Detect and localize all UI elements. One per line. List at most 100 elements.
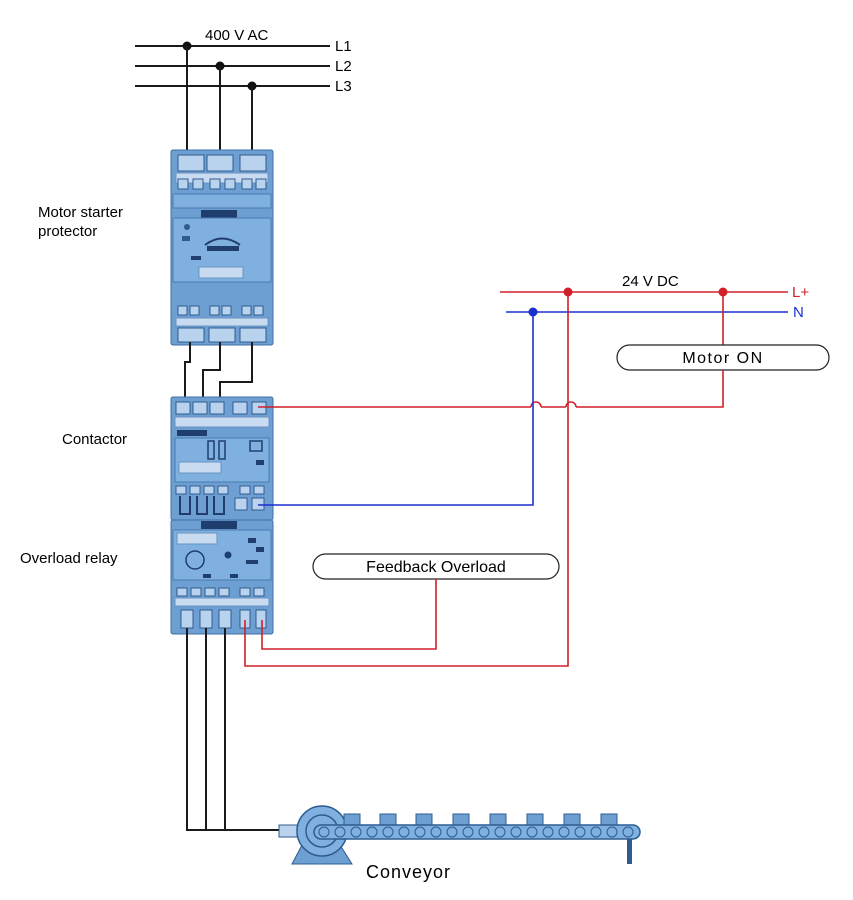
- overload-screw: [190, 587, 202, 597]
- contactor-terminal: [209, 401, 225, 415]
- overload-strip: [174, 597, 270, 607]
- phase1-link-wire: [184, 342, 191, 406]
- contactor-terminal: [192, 401, 208, 415]
- conveyor-cleat: [489, 813, 507, 827]
- motor-terminal-box: [278, 824, 298, 838]
- overload-screw: [204, 587, 216, 597]
- conveyor-cleat: [379, 813, 397, 827]
- wire-crossover-hop: [530, 401, 542, 408]
- contactor-screw: [203, 485, 215, 495]
- msp-bottom-strip: [175, 317, 269, 327]
- overload-indicator: [246, 560, 258, 564]
- l-plus-label: L+: [792, 284, 809, 301]
- overload-nameplate: [176, 532, 218, 545]
- dc-supply-label: 24 V DC: [622, 273, 679, 290]
- contactor-mark: [207, 440, 215, 460]
- msp-top-strip: [175, 172, 269, 184]
- overload-indicator: [224, 551, 232, 559]
- conveyor-cleat: [415, 813, 433, 827]
- contactor-terminal-a1: [232, 401, 248, 415]
- contactor-terminal-a1: [251, 401, 267, 415]
- contactor-terminal-a2: [251, 497, 265, 511]
- msp-indicator: [191, 256, 201, 260]
- overload-aux-terminal: [255, 609, 267, 629]
- contactor-screw: [253, 485, 265, 495]
- overload-indicator: [248, 538, 256, 543]
- contactor-mark: [256, 460, 264, 465]
- msp-screw: [177, 178, 189, 190]
- motor-on-signal: Motor ON: [258, 292, 830, 408]
- l-plus-overload-wire: [244, 292, 569, 667]
- conveyor: Conveyor: [278, 805, 641, 882]
- motor-on-coil-wire: [576, 370, 724, 408]
- msp-indicator: [182, 236, 190, 241]
- msp-screw: [209, 178, 221, 190]
- msp-to-contactor-wires: [184, 342, 253, 406]
- overload-screw: [239, 587, 251, 597]
- msp-label-strip: [201, 210, 237, 218]
- contactor-nameplate: [178, 461, 222, 474]
- conveyor-rollers: [318, 826, 634, 838]
- contactor-face: [174, 437, 270, 483]
- msp-screw: [224, 178, 236, 190]
- msp-top-terminal-3: [239, 154, 267, 172]
- msp-bottom-terminal-3: [239, 327, 267, 343]
- motor-on-label: Motor ON: [682, 350, 763, 367]
- ac-supply: 400 V AC L1 L2 L3: [135, 27, 352, 158]
- msp-screw: [209, 305, 220, 316]
- msp-screw: [255, 178, 267, 190]
- motor-cables: [186, 628, 290, 831]
- wire-crossover-hop: [565, 401, 577, 408]
- n-label: N: [793, 304, 804, 321]
- overload-dial-icon: [185, 550, 205, 570]
- msp-screw: [177, 305, 188, 316]
- contactor: Contactor: [62, 396, 274, 521]
- conveyor-cleat: [526, 813, 544, 827]
- contactor-label: Contactor: [62, 431, 127, 448]
- overload-screw: [253, 587, 265, 597]
- conveyor-belt: [313, 824, 641, 840]
- contactor-screw: [239, 485, 251, 495]
- msp-screw: [189, 305, 200, 316]
- msp-rotary-knob-icon: [204, 237, 241, 246]
- msp-screw: [253, 305, 264, 316]
- msp-indicator: [184, 224, 190, 230]
- l2-label: L2: [335, 58, 352, 75]
- conveyor-cleat: [343, 813, 361, 827]
- contactor-screw: [189, 485, 201, 495]
- overload-label-strip: [201, 521, 237, 529]
- overload-indicator: [203, 574, 211, 578]
- msp-screw: [241, 305, 252, 316]
- msp-bottom-terminal-2: [208, 327, 236, 343]
- overload-indicator: [256, 547, 264, 552]
- overload-label: Overload relay: [20, 550, 118, 567]
- contactor-terminal-a2: [234, 497, 248, 511]
- conveyor-label: Conveyor: [366, 862, 451, 882]
- feedback-overload-label: Feedback Overload: [366, 559, 506, 576]
- dc-supply: 24 V DC L+ N: [500, 273, 809, 321]
- msp-band: [172, 193, 272, 209]
- feedback-overload-signal: Feedback Overload: [261, 553, 560, 650]
- contactor-screw: [175, 485, 187, 495]
- phase2-link-wire: [202, 342, 221, 406]
- contactor-mark: [249, 440, 263, 452]
- overload-relay: Overload relay: [20, 519, 274, 635]
- l1-label: L1: [335, 38, 352, 55]
- overload-out-terminal-t1: [180, 609, 194, 629]
- neutral-coil-wire: [258, 312, 534, 506]
- msp-screw: [221, 305, 232, 316]
- msp-knob-bar: [207, 246, 239, 251]
- feedback-overload-wire: [261, 579, 437, 650]
- overload-out-terminal-t2: [199, 609, 213, 629]
- l3-label: L3: [335, 78, 352, 95]
- motor-starter-protector: Motor starter protector: [38, 149, 274, 346]
- phase3-link-wire: [219, 342, 253, 406]
- conveyor-cleat: [563, 813, 581, 827]
- conveyor-leg: [627, 839, 632, 864]
- msp-bottom-terminal-1: [177, 327, 205, 343]
- contactor-bridge-icon: [179, 496, 225, 515]
- contactor-terminal: [175, 401, 191, 415]
- overload-indicator: [230, 574, 238, 578]
